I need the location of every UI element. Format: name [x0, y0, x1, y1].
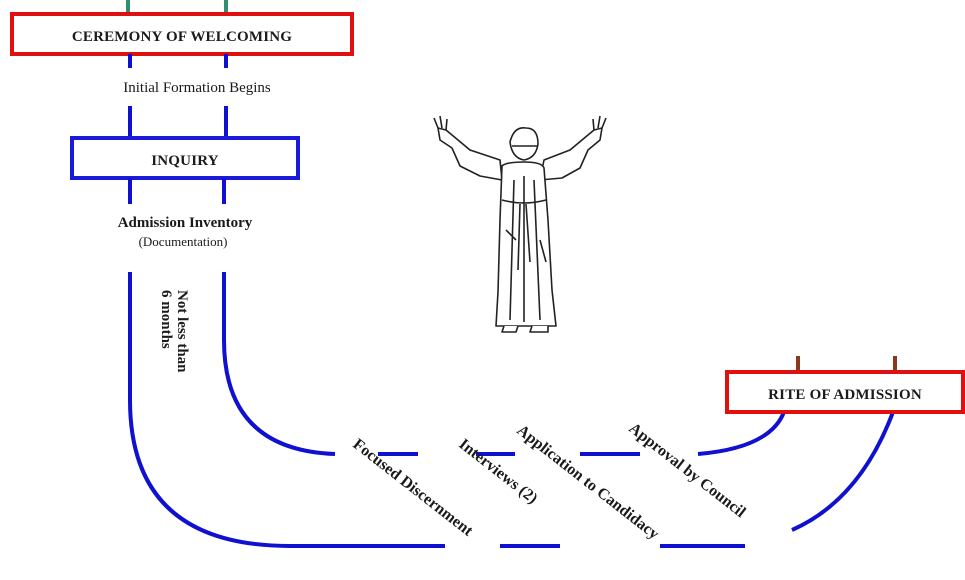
inquiry-connectors: [128, 178, 226, 204]
ceremony-label: CEREMONY OF WELCOMING: [72, 29, 292, 45]
inquiry-label: INQUIRY: [151, 153, 219, 169]
step-approval-by-council: Approval by Council: [626, 420, 749, 522]
ceremony-of-welcoming-box: CEREMONY OF WELCOMING: [10, 12, 354, 56]
step-focused-discernment: Focused Discernment: [350, 436, 477, 540]
inner-path: [222, 272, 786, 456]
step-interviews: Interviews (2): [456, 436, 541, 508]
top-connectors: [126, 0, 228, 14]
duration-line2: 6 months: [158, 290, 174, 349]
admission-inventory-label: Admission Inventory: [118, 215, 253, 231]
rite-of-admission-box: RITE OF ADMISSION: [725, 370, 965, 414]
rite-connectors: [796, 356, 897, 370]
duration-line1: Not less than: [174, 290, 190, 373]
ceremony-to-inquiry-connectors: [128, 54, 228, 138]
initial-formation-label: Initial Formation Begins: [123, 80, 271, 96]
inquiry-box: INQUIRY: [70, 136, 300, 180]
outer-path: [128, 272, 895, 548]
documentation-label: (Documentation): [139, 234, 228, 249]
friar-arms-raised-figure-icon: [433, 115, 607, 333]
rite-label: RITE OF ADMISSION: [768, 387, 922, 403]
duration-label: Not less than 6 months: [158, 290, 190, 373]
